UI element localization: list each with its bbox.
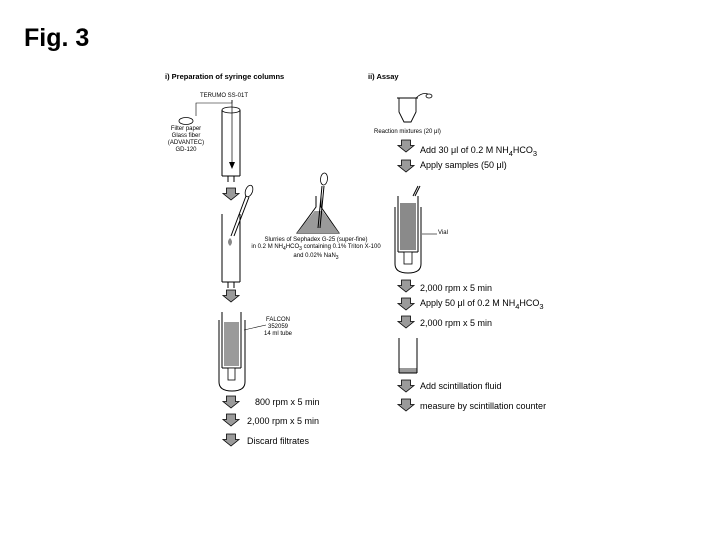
slurry-label: Slurries of Sephadex G-25 (super-fine) i… (251, 237, 381, 262)
arrow-down-icon (397, 398, 415, 412)
vial-label: Vial (438, 230, 448, 236)
reaction-mixtures-label: Reaction mixtures (20 μl) (374, 129, 441, 135)
scintillation-vial (398, 338, 418, 374)
reaction-microtube (397, 93, 433, 123)
column-in-tube (218, 312, 267, 392)
step-measure: measure by scintillation counter (420, 401, 547, 411)
arrow-down-icon (222, 433, 240, 447)
column-in-vial (394, 185, 437, 274)
arrow-down-icon (222, 413, 240, 427)
arrow-down-icon (222, 187, 240, 201)
step-spin-first: 2,000 rpm x 5 min (420, 283, 493, 293)
syringe-with-filter (178, 100, 241, 182)
arrow-down-icon (222, 289, 240, 303)
step-spin-2000: 2,000 rpm x 5 min (247, 416, 320, 426)
figure-title: Fig. 3 (24, 24, 90, 52)
arrow-down-icon (397, 279, 415, 293)
arrow-down-icon (222, 395, 240, 409)
step-discard-filtrates: Discard filtrates (247, 436, 310, 446)
arrow-down-icon (397, 139, 415, 153)
syringe-label: TERUMO SS-01T (200, 93, 249, 99)
arrow-down-icon (397, 297, 415, 311)
filter-paper-label: Filter paper Glass fiber (ADVANTEC) GD-1… (167, 126, 205, 153)
syringe-with-pipette (221, 184, 254, 288)
step-spin-800: 800 rpm x 5 min (255, 397, 320, 407)
step-spin-second: 2,000 rpm x 5 min (420, 318, 493, 328)
arrow-down-icon (397, 379, 415, 393)
step-apply-buffer: Apply 50 μl of 0.2 M NH4HCO3 (420, 298, 544, 311)
step-add-buffer: Add 30 μl of 0.2 M NH4HCO3 (420, 145, 538, 158)
step-add-scintillation: Add scintillation fluid (420, 381, 502, 391)
arrow-down-icon (397, 315, 415, 329)
arrow-down-icon (397, 159, 415, 173)
step-apply-samples: Apply samples (50 μl) (420, 160, 507, 170)
flask-with-slurry (296, 172, 340, 234)
section-heading-assay: ii) Assay (368, 72, 399, 81)
falcon-tube-label: FALCON 352059 14 ml tube (263, 317, 293, 337)
section-heading-preparation: i) Preparation of syringe columns (165, 72, 285, 81)
